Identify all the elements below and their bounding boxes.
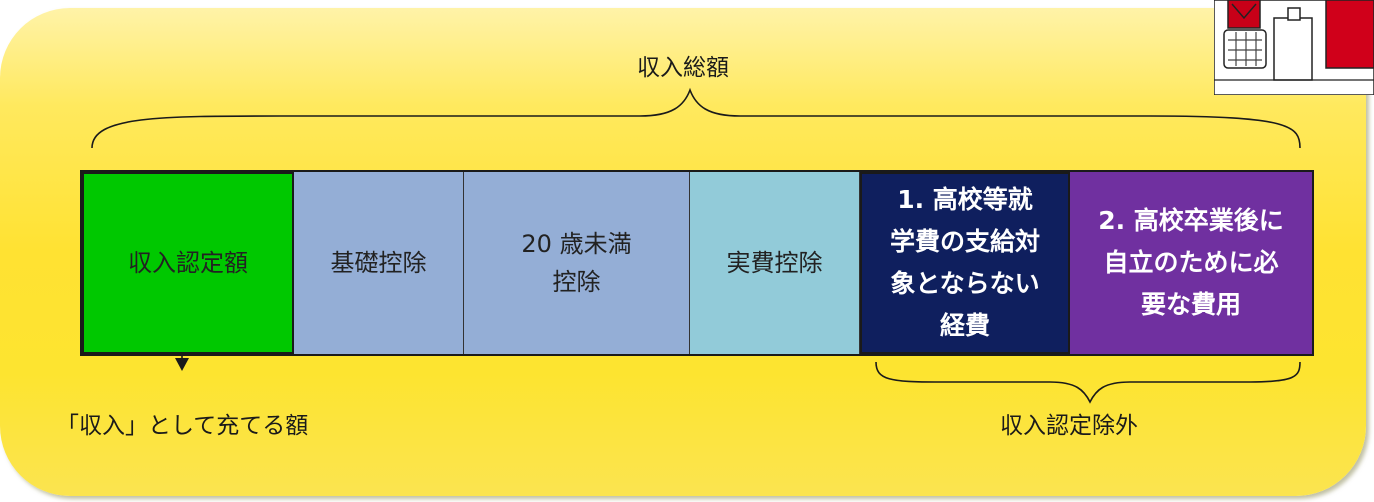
income-arrow-head xyxy=(175,358,189,371)
box-label: 基礎控除 xyxy=(330,249,427,277)
excluded-note: 収入認定除外 xyxy=(1000,413,1138,439)
box-actual-expense-deduction: 実費控除 xyxy=(690,172,860,354)
box-label: 20 歳未満 控除 xyxy=(521,230,632,296)
box-excluded-school-expenses: 1. 高校等就 学費の支給対 象とならない 経費 xyxy=(860,172,1070,354)
income-use-note: 「収入」として充てる額 xyxy=(56,413,309,439)
box-label: 1. 高校等就 学費の支給対 象とならない 経費 xyxy=(889,185,1040,340)
total-income-brace xyxy=(91,87,1301,149)
box-basic-deduction: 基礎控除 xyxy=(294,172,464,354)
box-label: 実費控除 xyxy=(726,249,823,277)
income-breakdown-row: 収入認定額 基礎控除 20 歳未満 控除 実費控除 1. 高校等就 学費の支給対… xyxy=(80,170,1314,356)
shopping-illustration-icon xyxy=(1214,0,1374,95)
excluded-brace xyxy=(875,361,1301,404)
box-excluded-independence-costs: 2. 高校卒業後に 自立のために必 要な費用 xyxy=(1070,172,1312,354)
box-income-recognized: 収入認定額 xyxy=(82,172,294,354)
box-label: 収入認定額 xyxy=(128,249,248,277)
box-under20-deduction: 20 歳未満 控除 xyxy=(464,172,690,354)
box-label: 2. 高校卒業後に 自立のために必 要な費用 xyxy=(1098,206,1284,319)
total-income-label: 収入総額 xyxy=(637,55,729,81)
